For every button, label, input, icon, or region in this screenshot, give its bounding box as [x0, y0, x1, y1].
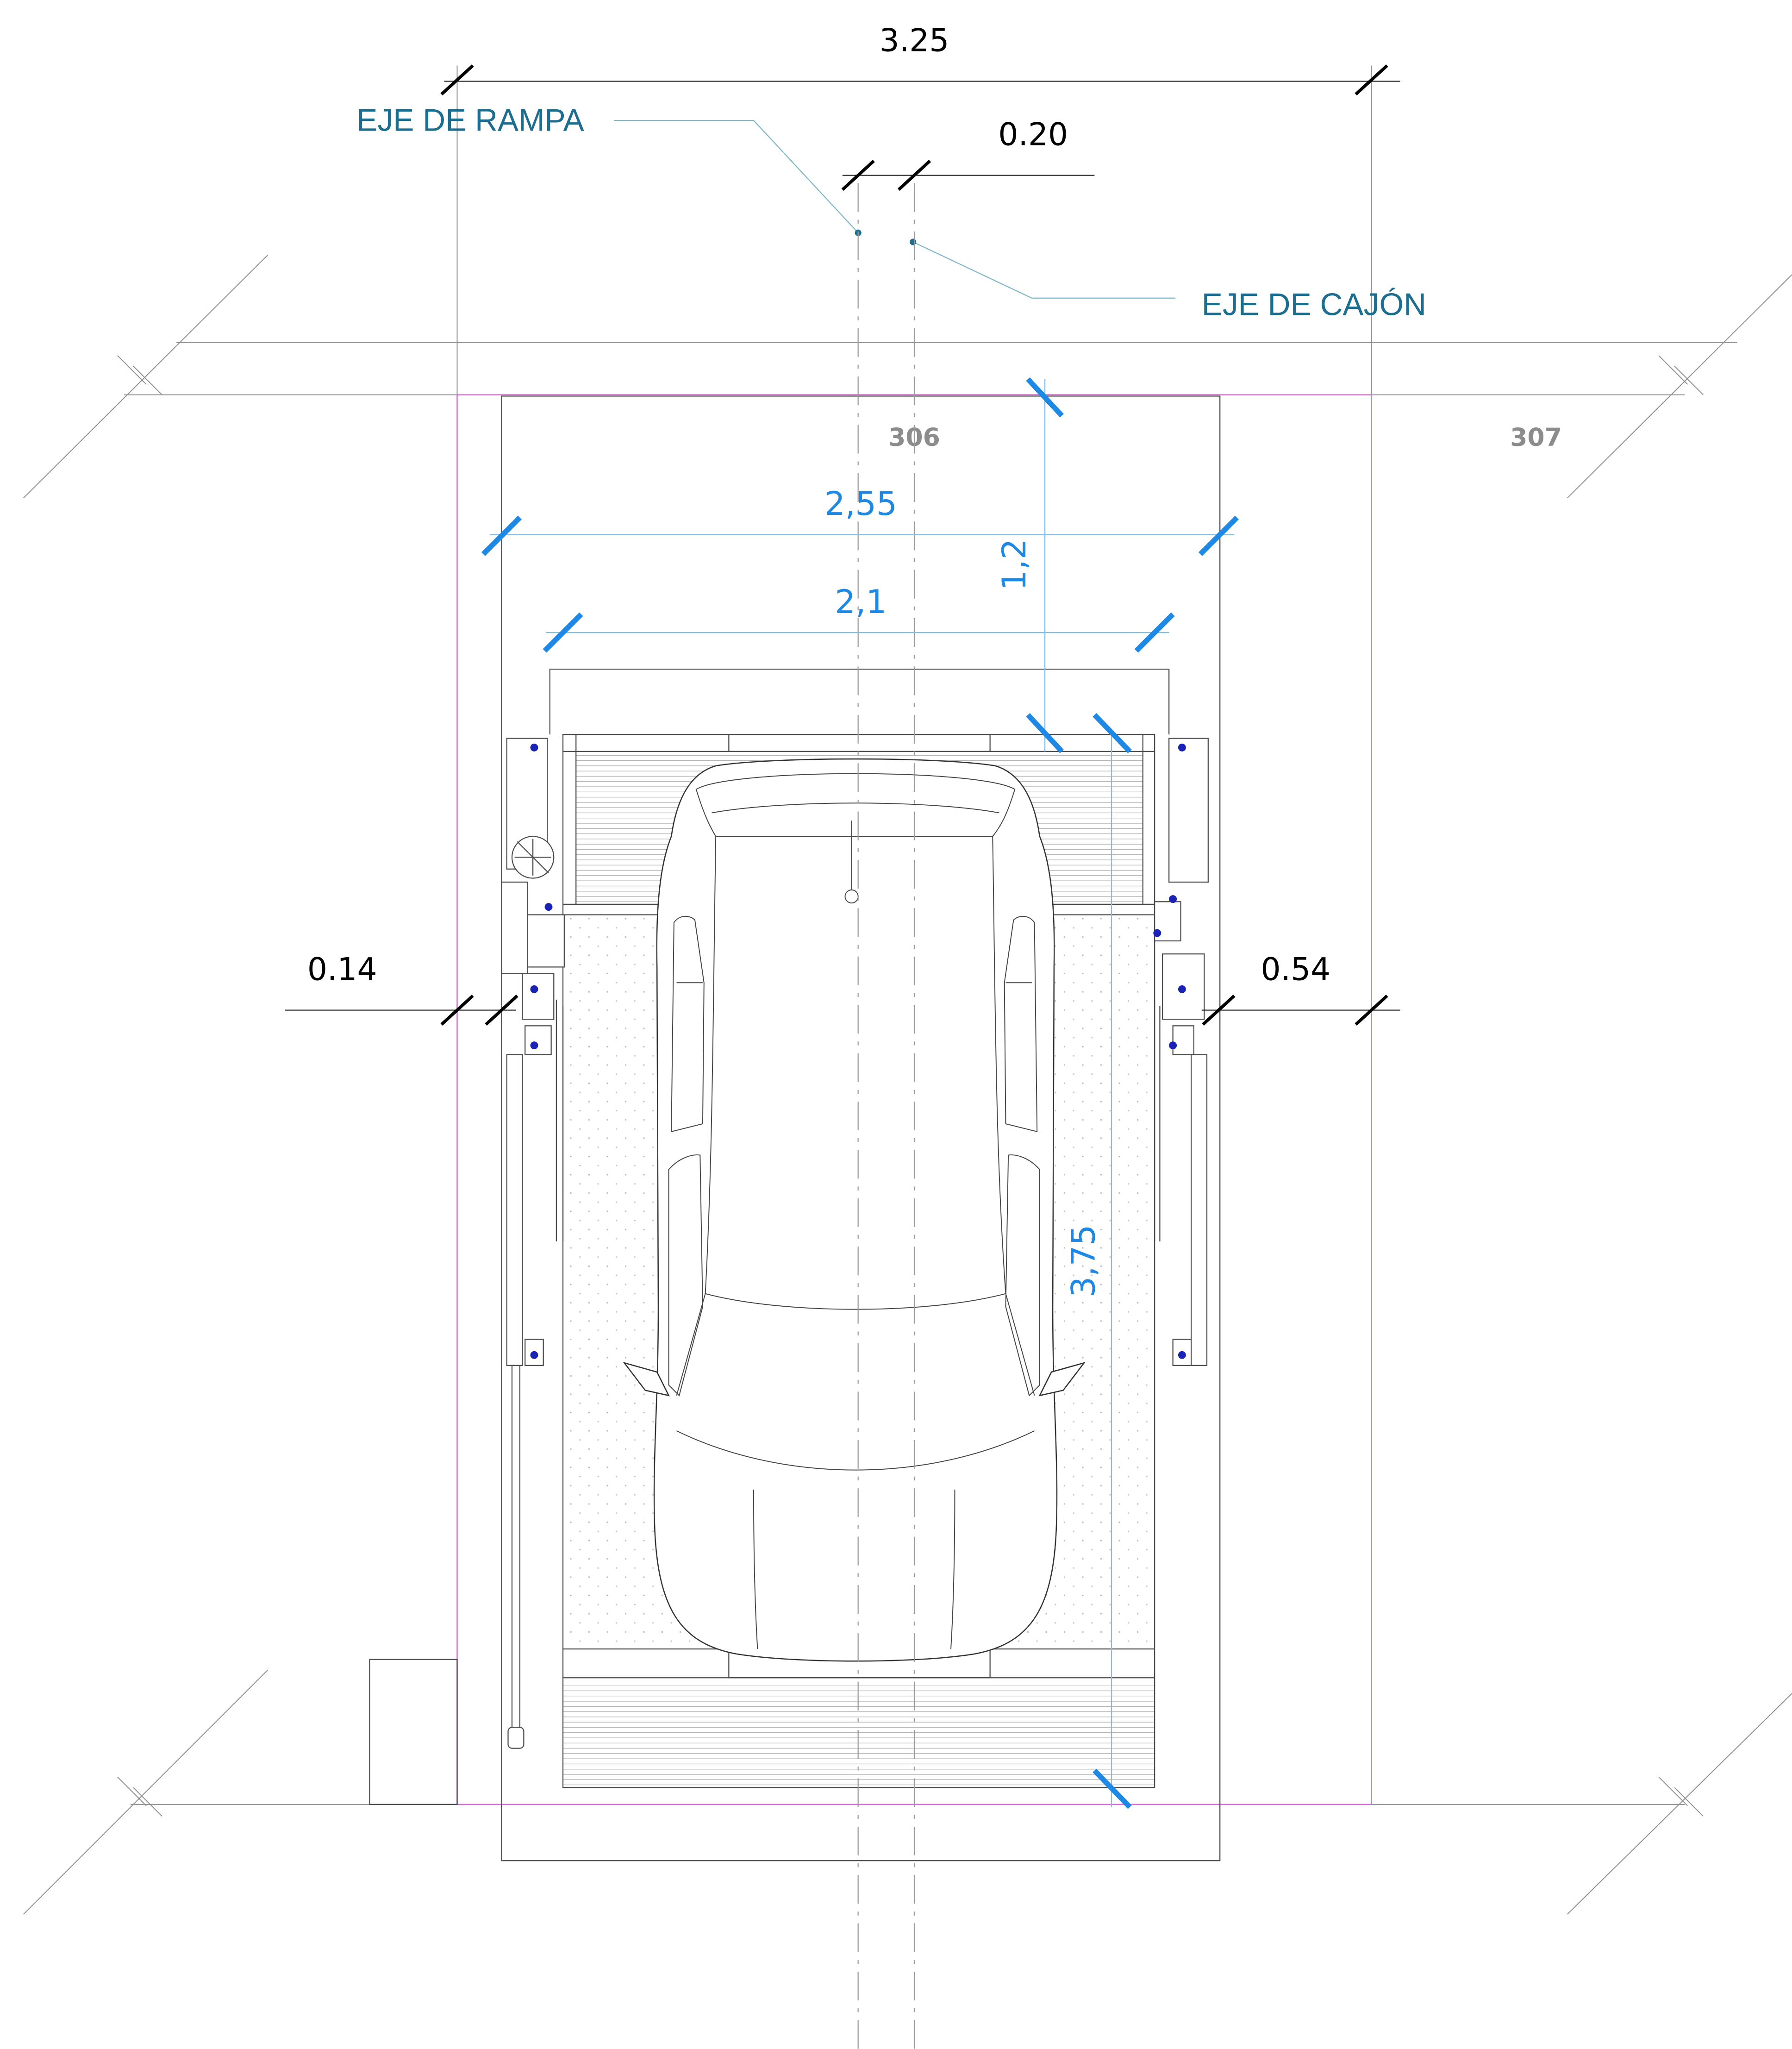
left-lock	[522, 973, 555, 1020]
dimension-label: 2,1	[835, 583, 887, 621]
leader-line	[912, 241, 1176, 299]
bay-axis-callout: EJE DE CAJÓN	[910, 238, 1426, 322]
car-pillars	[676, 1293, 1035, 1396]
dimension-tick	[841, 160, 875, 191]
car-window-right-front	[1005, 1154, 1040, 1397]
dimension-left-clearance: 0.14	[285, 951, 518, 1026]
dimension-tick	[1202, 994, 1236, 1026]
bottom-hatched-zone	[563, 1686, 1155, 1788]
car-hood-creases	[753, 1489, 955, 1649]
dimension-tick	[1026, 713, 1064, 753]
anchor-dot	[1169, 1041, 1177, 1050]
dimension-label: 3,75	[1064, 1225, 1102, 1297]
anchor-dot	[1169, 895, 1177, 903]
ramp-axis-callout: EJE DE RAMPA	[356, 103, 862, 236]
car-mirror-right	[1038, 1362, 1086, 1397]
lift-pit-outline	[501, 395, 1221, 1861]
dimension-label: 1,2	[995, 539, 1033, 590]
car-window-left-rear	[671, 916, 705, 1133]
dimension-tick	[485, 994, 518, 1026]
left-guide-lines	[556, 999, 564, 1241]
break-symbol-top-right	[1658, 355, 1704, 395]
dimension-tick	[897, 160, 931, 191]
car-body	[653, 758, 1058, 1662]
platform-top-plate	[728, 734, 991, 752]
anchor-dot	[544, 903, 553, 911]
anchor-dot	[1178, 743, 1186, 752]
car-window-left-front	[668, 1154, 703, 1397]
space-number-307: 307	[1510, 423, 1562, 452]
dimension-right-clearance: 0.54	[1201, 951, 1400, 1026]
left-bracket	[501, 881, 528, 974]
dimension-tick	[1134, 612, 1175, 653]
anchor-dot	[530, 1041, 538, 1050]
break-symbol-top-left	[117, 355, 162, 395]
dimension-tick	[440, 64, 474, 96]
dimension-label: 3.25	[880, 22, 949, 59]
right-rail	[1191, 1054, 1208, 1366]
car-window-right-rear	[1004, 916, 1038, 1133]
leader-dot	[910, 238, 917, 245]
dimension-tick	[1355, 64, 1388, 96]
dimension-tick	[1093, 1768, 1132, 1809]
dimension-front-clearance: 1,2	[995, 377, 1064, 753]
break-symbol-bottom-right	[1658, 1776, 1704, 1817]
anchor-dot	[1178, 1351, 1186, 1359]
car-front-panel	[695, 773, 1016, 837]
diagonal-limit-bottom-right	[1567, 1693, 1792, 1915]
car-windshield-edge	[705, 1293, 1006, 1310]
diagonal-limit-bottom-left	[23, 1669, 268, 1915]
break-symbol-bottom-left	[117, 1776, 162, 1817]
car-mirror-left	[623, 1362, 670, 1397]
motor-cross	[514, 839, 551, 876]
car-roof-lines	[705, 836, 1006, 1294]
anchor-dot	[530, 1351, 538, 1359]
dimension-label: 2,55	[824, 485, 897, 523]
ramp-axis-label: EJE DE RAMPA	[356, 103, 584, 138]
left-lift-column	[501, 738, 565, 1749]
dimension-tick	[1355, 994, 1388, 1026]
left-carriage	[527, 914, 565, 968]
diagonal-limit-top-left	[23, 254, 268, 499]
right-post	[1168, 738, 1209, 883]
dimension-overall-width: 3.25	[440, 22, 1400, 96]
diagonal-limit-top-right	[1567, 274, 1792, 499]
dimension-tick	[1093, 713, 1132, 753]
dimension-label: 0.20	[998, 116, 1068, 153]
car-front-line	[712, 802, 999, 814]
anchor-dot	[530, 985, 538, 993]
left-rod	[511, 1365, 521, 1732]
bay-axis-label: EJE DE CAJÓN	[1202, 287, 1426, 322]
dimension-axis-offset: 0.20	[841, 116, 1095, 191]
dimension-tick	[481, 515, 522, 556]
anchor-dot	[1178, 985, 1186, 993]
leader-line	[614, 119, 859, 233]
dimension-tick	[1198, 515, 1239, 556]
right-clamp	[1172, 1025, 1194, 1055]
anchor-dot	[530, 743, 538, 752]
left-rail	[506, 1054, 523, 1366]
dimension-tick	[1026, 377, 1064, 418]
control-box	[369, 1659, 458, 1805]
dimension-pit-width: 2,55	[481, 485, 1239, 556]
dimension-platform-length: 3,75	[1064, 713, 1132, 1809]
dimension-platform-width: 2,1	[543, 583, 1175, 653]
lift-canopy	[549, 668, 1170, 735]
dimension-label: 0.54	[1261, 951, 1330, 988]
anchor-dot	[1153, 929, 1161, 937]
dimension-tick	[543, 612, 583, 653]
car-hood-line	[676, 1430, 1035, 1471]
dimension-tick	[440, 994, 474, 1026]
right-guide-lines	[1154, 999, 1161, 1241]
car-top-view	[623, 758, 1086, 1662]
dimension-label: 0.14	[307, 951, 377, 988]
right-lift-column	[1153, 738, 1209, 1366]
left-rod-end	[507, 1727, 524, 1749]
left-clamp	[524, 1025, 552, 1055]
